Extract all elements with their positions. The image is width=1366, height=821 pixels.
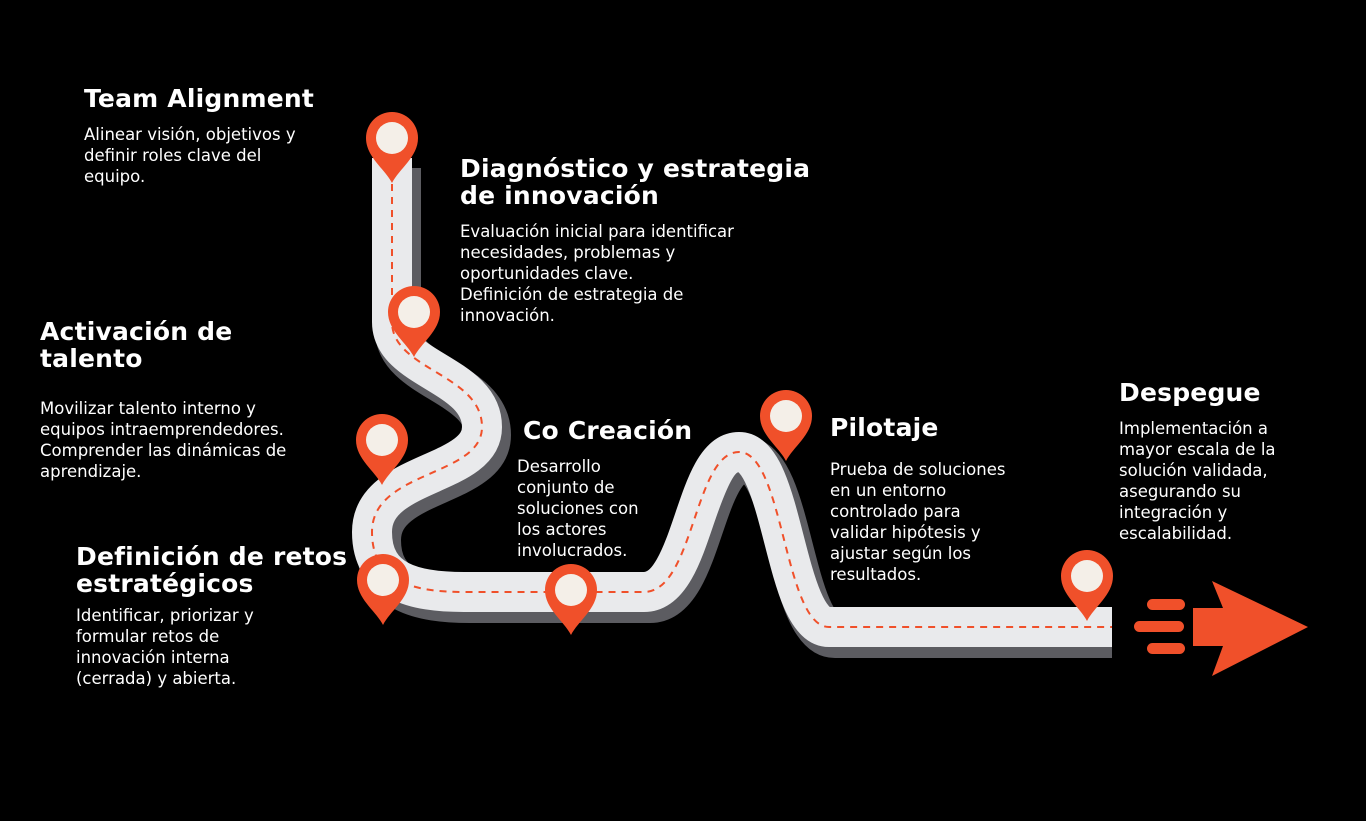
step-title: Despegue [1119,378,1261,407]
step-activacion: Activación de talento Movilizar talento … [40,318,286,482]
step-team-alignment: Team Alignment Alinear visión, objetivos… [84,85,314,187]
step-description: Implementación a mayor escala de la solu… [1119,419,1276,543]
step-title: Pilotaje [830,413,939,442]
map-pin-icon [388,286,440,357]
step-description: Desarrollo conjunto de soluciones con lo… [517,457,639,560]
step-co-creacion: Co Creación Desarrollo conjunto de soluc… [517,417,692,561]
map-pin-icon [366,112,418,183]
step-description: Identificar, priorizar y formular retos … [76,606,254,688]
step-definicion: Definición de retos estratégicos Identif… [76,543,347,689]
step-title: Co Creación [523,416,693,445]
launch-arrow-icon [1134,581,1308,676]
road [352,158,1112,647]
step-pilotaje: Pilotaje Prueba de soluciones en un ento… [830,414,1005,585]
step-diagnostico: Diagnóstico y estrategia de innovación E… [460,155,810,326]
map-pin-icon [356,414,408,485]
step-despegue: Despegue Implementación a mayor escala d… [1119,379,1276,544]
map-pin-icon [1061,550,1113,621]
step-title: Activación de talento [40,317,233,373]
step-title: Diagnóstico y estrategia de innovación [460,154,811,210]
step-title: Definición de retos estratégicos [76,542,348,598]
map-pin-icon [545,564,597,635]
map-pin-icon [760,390,812,461]
step-title: Team Alignment [84,84,315,113]
step-description: Alinear visión, objetivos y definir role… [84,125,296,186]
step-description: Evaluación inicial para identificar nece… [460,222,734,325]
step-description: Prueba de soluciones en un entorno contr… [830,460,1006,584]
map-pin-icon [357,554,409,625]
step-description: Movilizar talento interno y equipos intr… [40,399,287,481]
